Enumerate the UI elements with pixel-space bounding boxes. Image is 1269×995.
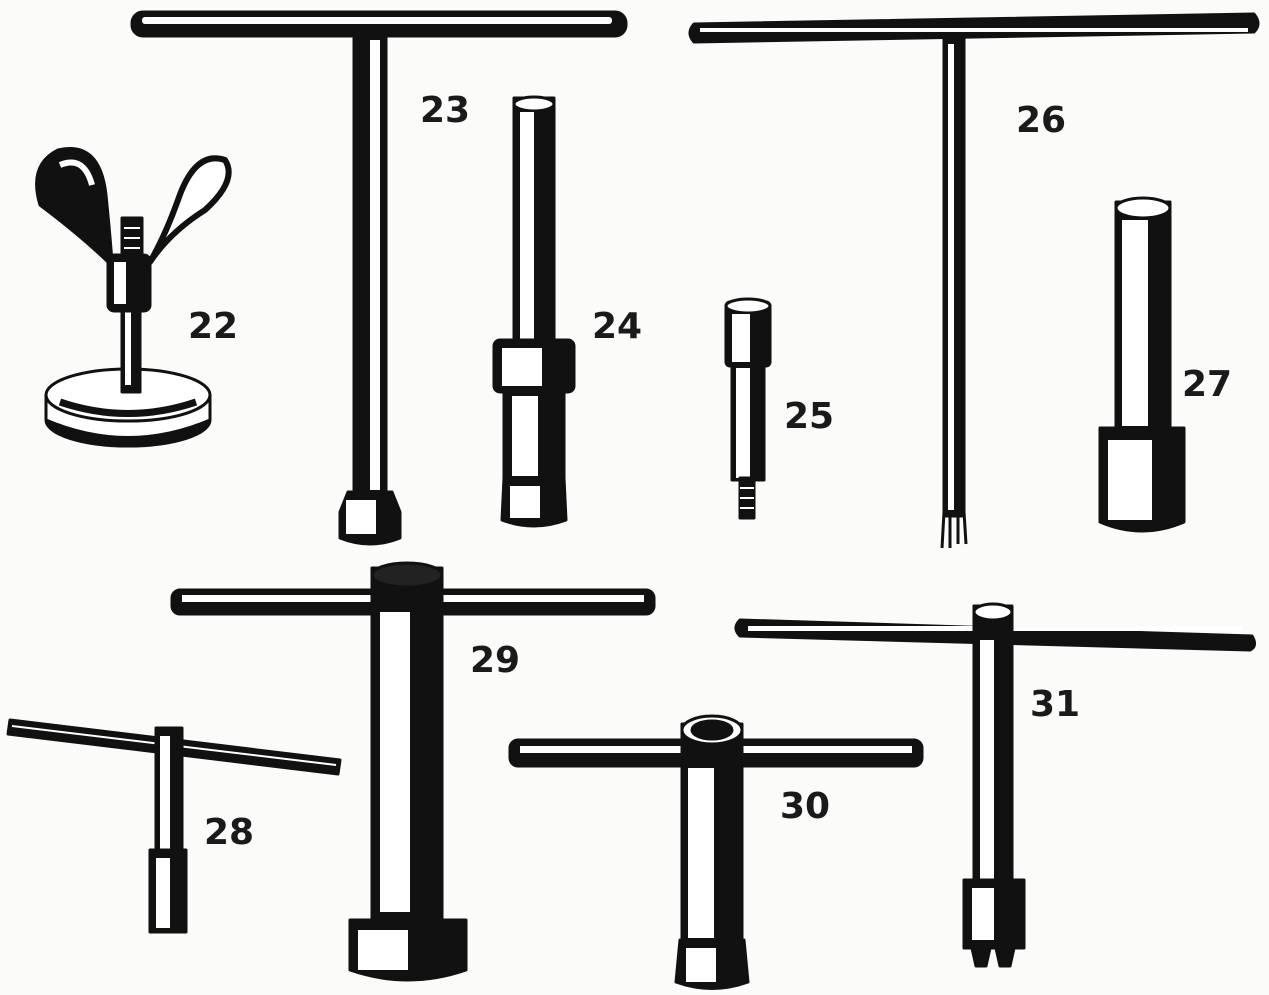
tool-31-number: 31 [1030,684,1080,725]
wing-nut-puller-icon [35,147,232,448]
tool-25-number: 25 [784,396,834,437]
thin-t-handle-hook-icon [688,12,1260,549]
small-t-bar-box-spanner-icon [6,718,342,934]
tool-24-number: 24 [592,306,642,347]
large-t-bar-socket-spanner-icon [170,561,656,982]
tool-27-number: 27 [1182,364,1232,405]
tool-29-number: 29 [470,640,520,681]
tool-30-number: 30 [780,786,830,827]
stepped-drift-icon [492,95,576,528]
stepped-cylinder-punch-icon [1098,196,1186,533]
peg-t-bar-spanner-icon [734,602,1257,968]
hex-t-bar-box-spanner-icon [508,714,924,990]
tool-23-number: 23 [420,90,470,131]
tool-22-number: 22 [188,306,238,347]
long-t-handle-drift-icon [130,10,628,546]
tool-28-number: 28 [204,812,254,853]
tool-26-number: 26 [1016,100,1066,141]
small-socket-adapter-icon [724,297,772,520]
